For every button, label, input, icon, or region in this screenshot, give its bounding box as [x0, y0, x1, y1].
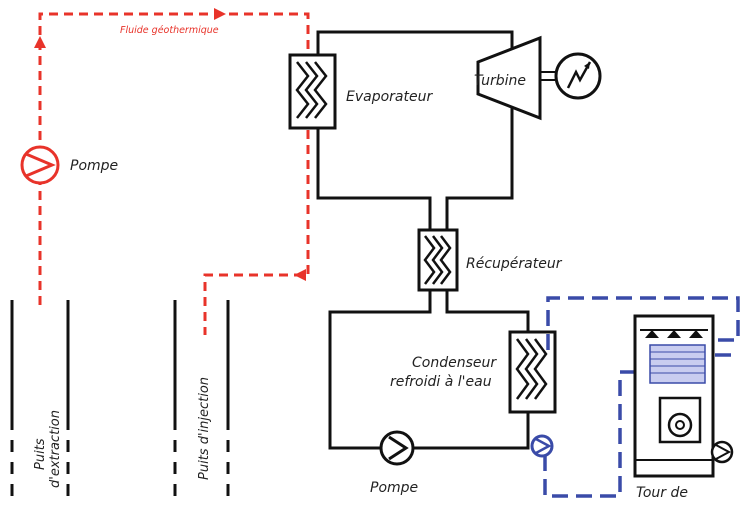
injection-well	[173, 300, 230, 496]
fluid-label: Fluide géothermique	[120, 25, 219, 36]
well-injection-label: Puits d'injection	[197, 377, 212, 480]
cooling-pump-icon	[530, 434, 554, 458]
orc-pump-label: Pompe	[370, 480, 418, 496]
generator-icon	[540, 52, 602, 100]
turbine-icon	[476, 35, 542, 121]
evaporator-heat-exchanger-icon	[288, 53, 337, 130]
turbine-label: Turbine	[474, 73, 526, 89]
sprinkler-icon	[640, 329, 708, 338]
well-extraction-label-2: d'extraction	[48, 410, 63, 488]
condenser-label-1: Condenseur	[412, 355, 497, 371]
tower-pump-icon	[710, 440, 734, 464]
well-extraction-label-1: Puits	[33, 438, 48, 470]
geothermal-pump-label: Pompe	[70, 158, 118, 174]
condenser-label-2: refroidi à l'eau	[390, 374, 492, 390]
geothermal-pump-icon	[20, 145, 60, 185]
extraction-well	[10, 300, 70, 496]
fan-icon	[658, 396, 702, 444]
recuperator-label: Récupérateur	[466, 256, 563, 272]
recuperator-heat-exchanger-icon	[417, 228, 459, 292]
orc-loop	[316, 30, 530, 450]
cooling-tower	[633, 314, 734, 478]
orc-pump-icon	[379, 430, 415, 466]
cooling-loop	[543, 296, 740, 498]
geothermal-loop	[34, 8, 310, 335]
evaporator-label: Evaporateur	[346, 89, 433, 105]
cooling-tower-label: Tour de	[636, 485, 688, 501]
